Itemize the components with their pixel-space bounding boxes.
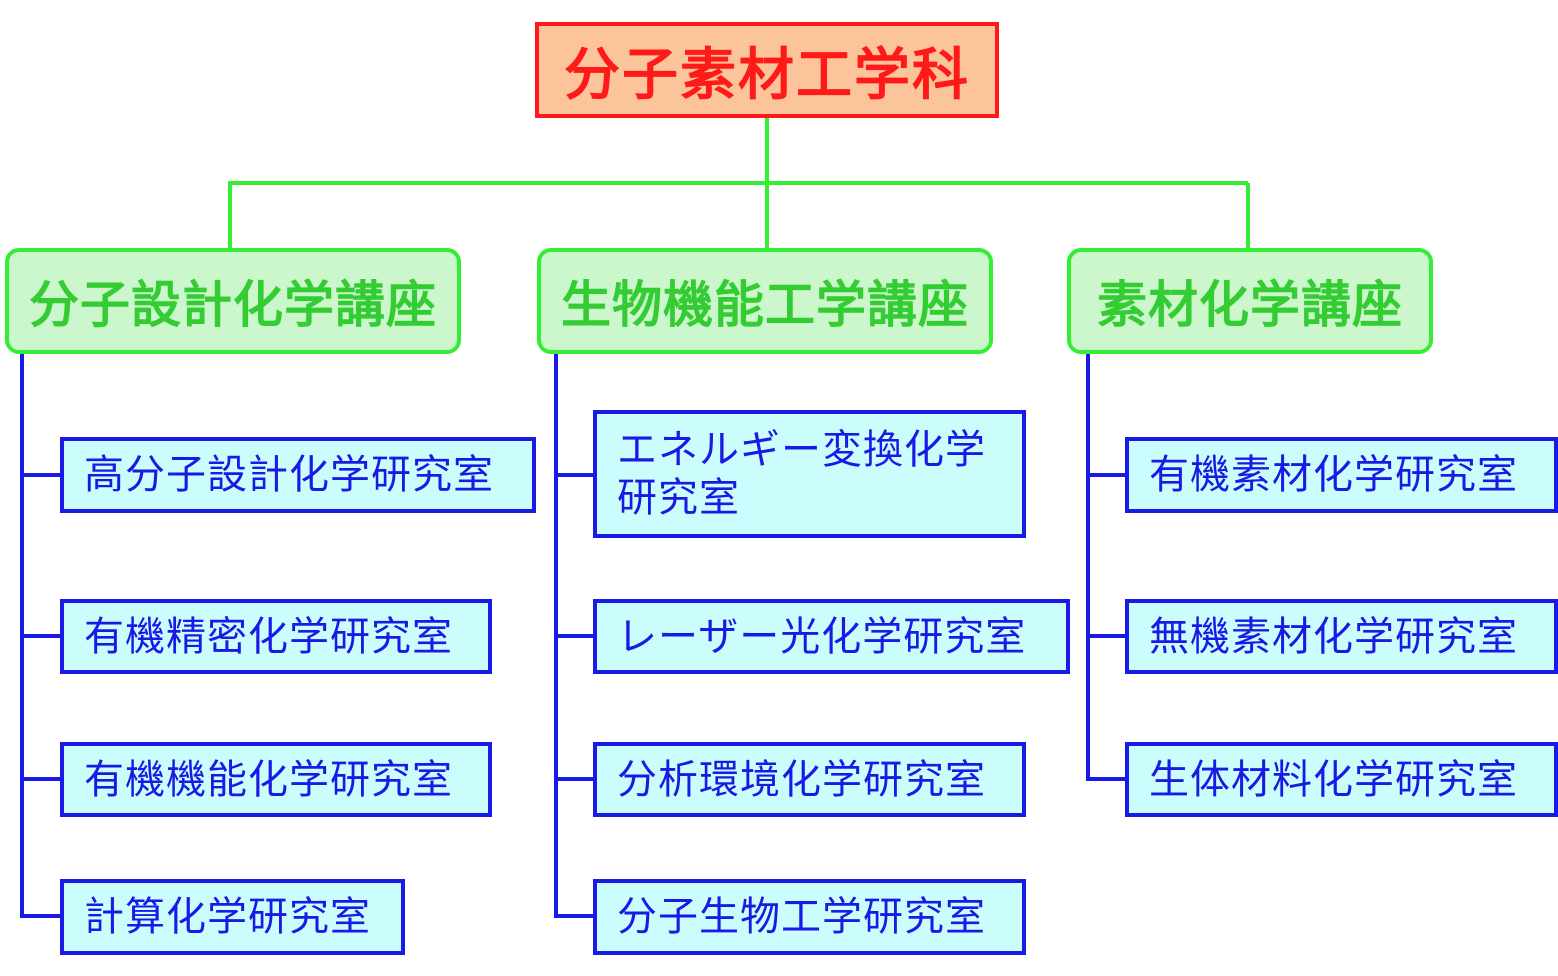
lab-label: 計算化学研究室 bbox=[84, 894, 371, 940]
lab-box: 分析環境化学研究室 bbox=[593, 742, 1026, 817]
lab-box: 有機精密化学研究室 bbox=[60, 599, 492, 674]
chair-box-materials-chem: 素材化学講座 bbox=[1067, 248, 1433, 354]
lab-box: 高分子設計化学研究室 bbox=[60, 437, 536, 513]
lab-label: 有機精密化学研究室 bbox=[84, 613, 453, 660]
chair-label: 素材化学講座 bbox=[1097, 276, 1403, 334]
department-box: 分子素材工学科 bbox=[535, 22, 999, 118]
chair-box-molecular-design: 分子設計化学講座 bbox=[5, 248, 461, 354]
lab-box: 計算化学研究室 bbox=[60, 879, 405, 955]
lab-box: レーザー光化学研究室 bbox=[593, 599, 1070, 674]
lab-label: 高分子設計化学研究室 bbox=[84, 452, 494, 498]
lab-label: 分析環境化学研究室 bbox=[617, 756, 986, 803]
lab-label: レーザー光化学研究室 bbox=[617, 613, 1027, 660]
lab-box: 分子生物工学研究室 bbox=[593, 879, 1026, 955]
lab-box: エネルギー変換化学 研究室 bbox=[593, 410, 1026, 538]
lab-box: 有機素材化学研究室 bbox=[1125, 437, 1558, 513]
lab-label: 有機機能化学研究室 bbox=[84, 756, 453, 803]
lab-box: 無機素材化学研究室 bbox=[1125, 599, 1558, 674]
lab-label: 生体材料化学研究室 bbox=[1149, 756, 1518, 803]
lab-label: 分子生物工学研究室 bbox=[617, 894, 986, 940]
lab-box: 生体材料化学研究室 bbox=[1125, 742, 1558, 817]
lab-label: 無機素材化学研究室 bbox=[1149, 613, 1518, 660]
lab-label: エネルギー変換化学 研究室 bbox=[617, 427, 986, 521]
department-label: 分子素材工学科 bbox=[564, 42, 970, 108]
chair-label: 分子設計化学講座 bbox=[29, 276, 437, 334]
chair-box-bio-function: 生物機能工学講座 bbox=[537, 248, 993, 354]
lab-box: 有機機能化学研究室 bbox=[60, 742, 492, 817]
lab-label: 有機素材化学研究室 bbox=[1149, 452, 1518, 498]
chair-label: 生物機能工学講座 bbox=[561, 276, 969, 334]
